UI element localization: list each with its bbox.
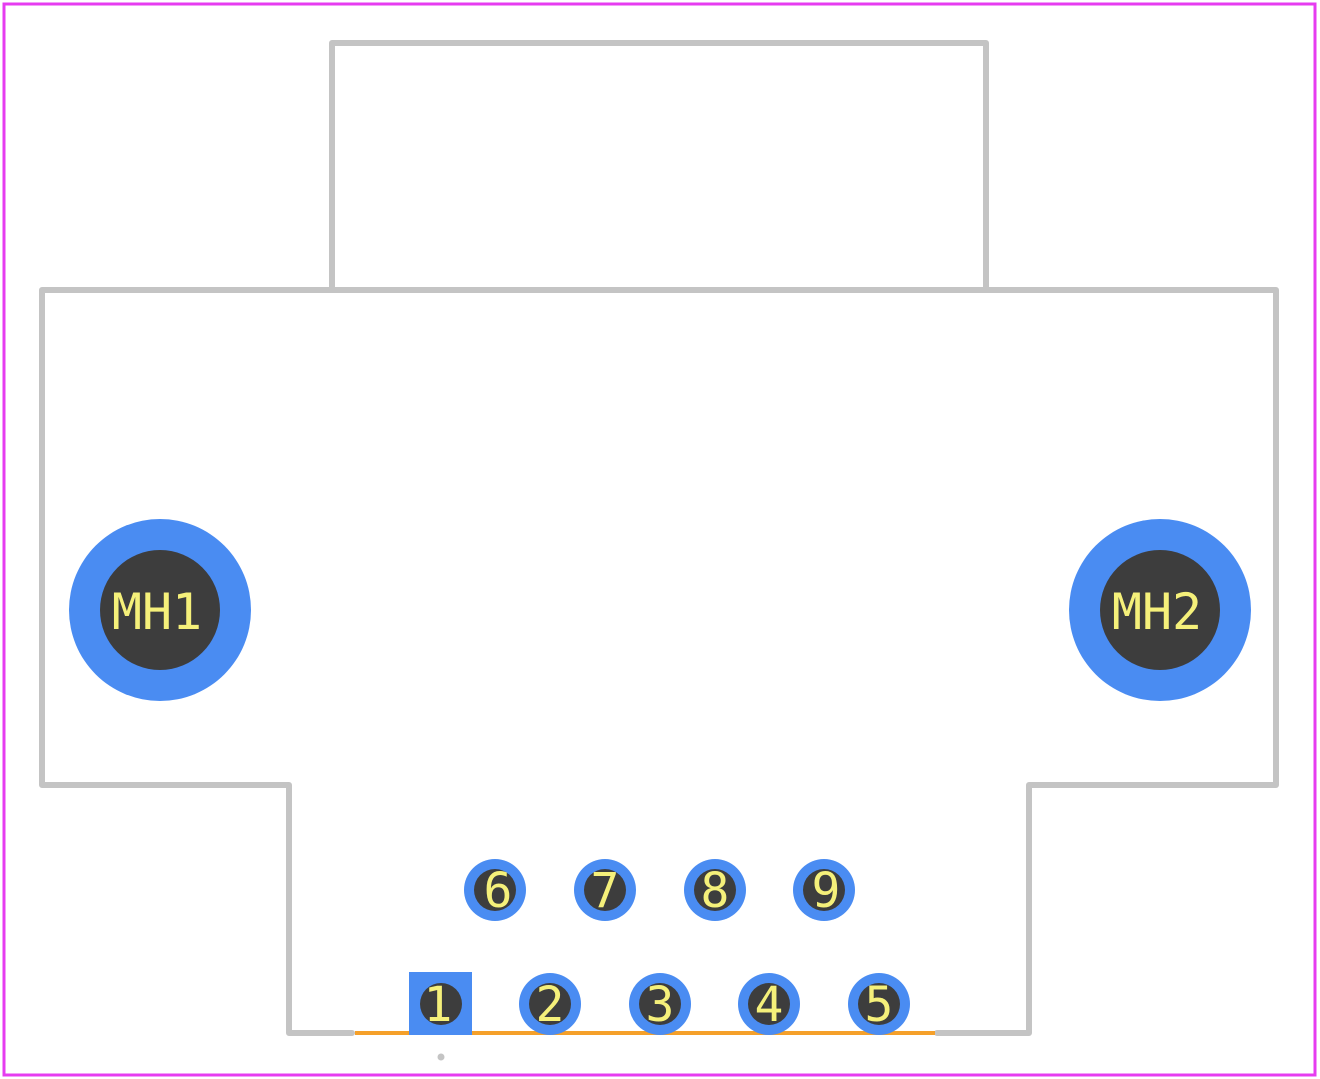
pin2-drill [529, 983, 571, 1025]
pin1-label: 1 [424, 977, 453, 1033]
silkscreen-housing-top [329, 40, 989, 291]
mounting-hole-mh2[interactable]: MH2 [1069, 519, 1251, 701]
pin5-drill [858, 983, 900, 1025]
pin8-label: 8 [701, 863, 730, 919]
pin3-label: 3 [646, 977, 675, 1033]
mh1-drill-hole [100, 550, 220, 670]
pad-pin8[interactable]: 8 [684, 859, 746, 921]
pad-pin1[interactable]: 1 [409, 972, 472, 1035]
mh2-drill-hole [1100, 550, 1220, 670]
pin3-drill [639, 983, 681, 1025]
pin4-label: 4 [755, 977, 784, 1033]
pad-pin2[interactable]: 2 [519, 973, 581, 1035]
pin2-label: 2 [536, 977, 565, 1033]
pin4-drill [748, 983, 790, 1025]
pad-pin5[interactable]: 5 [848, 973, 910, 1035]
pin8-drill [694, 869, 736, 911]
pin1-drill [420, 983, 462, 1025]
mh1-label: MH1 [112, 583, 202, 641]
pin9-label: 9 [812, 863, 841, 919]
pin7-drill [584, 869, 626, 911]
pin7-label: 7 [591, 863, 620, 919]
mh2-label: MH2 [1112, 583, 1202, 641]
pad-pin6[interactable]: 6 [464, 859, 526, 921]
pad-pin9[interactable]: 9 [793, 859, 855, 921]
pin6-drill [474, 869, 516, 911]
mounting-hole-mh1[interactable]: MH1 [69, 519, 251, 701]
pin9-drill [803, 869, 845, 911]
silkscreen-flange-outline [39, 287, 1279, 1036]
pin6-label: 6 [484, 863, 513, 919]
pin5-label: 5 [865, 977, 894, 1033]
pad-pin7[interactable]: 7 [574, 859, 636, 921]
pad-pin4[interactable]: 4 [738, 973, 800, 1035]
pad-pin3[interactable]: 3 [629, 973, 691, 1035]
pin1-marker-dot [437, 1053, 445, 1061]
